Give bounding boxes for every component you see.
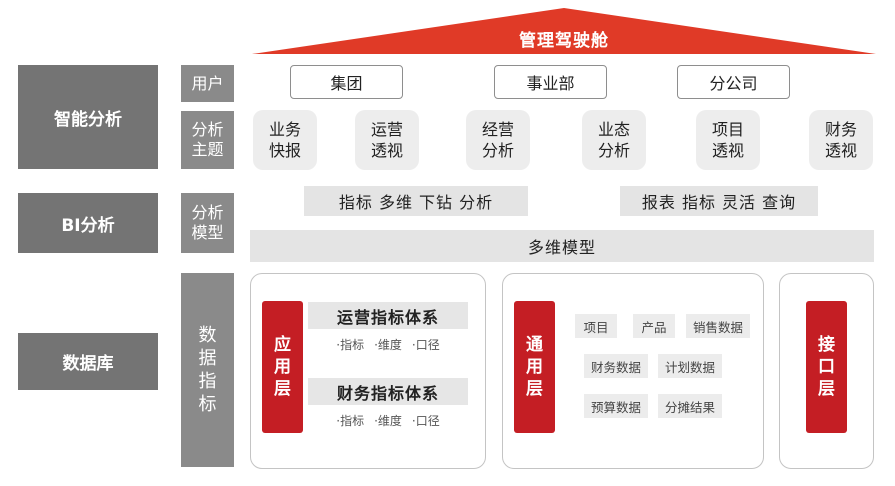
tag-finance-data: 财务数据 bbox=[584, 354, 648, 378]
management-cockpit-roof: 管理驾驶舱 bbox=[252, 8, 876, 54]
theme-line: 分析 bbox=[481, 141, 514, 160]
model-drilldown-analysis: 指标 多维 下钻 分析 bbox=[304, 186, 528, 216]
row-label-model-line: 分析 bbox=[191, 203, 224, 222]
caliber-item: ·口径 bbox=[411, 337, 440, 352]
row-label-theme: 分析 主题 bbox=[181, 111, 234, 169]
metric-item: ·指标 bbox=[336, 413, 365, 428]
caliber-item: ·口径 bbox=[411, 413, 440, 428]
theme-line: 财务 bbox=[824, 120, 857, 139]
theme-line: 透视 bbox=[711, 141, 744, 160]
cockpit-title: 管理驾驶舱 bbox=[519, 31, 609, 51]
row-label-model-line: 模型 bbox=[191, 223, 224, 242]
row-label-metric-char: 指 bbox=[198, 371, 217, 392]
theme-line: 分析 bbox=[597, 141, 630, 160]
theme-finance-view: 财务 透视 bbox=[809, 110, 873, 170]
application-layer-label: 应 用 层 bbox=[262, 301, 303, 433]
panel-application-layer: 应 用 层 运营指标体系 ·指标 ·维度 ·口径 财务指标体系 ·指标 ·维度 … bbox=[250, 273, 486, 469]
finance-metric-system-title: 财务指标体系 bbox=[308, 378, 468, 405]
tag-sales-data: 销售数据 bbox=[686, 314, 750, 338]
row-label-metric-char: 数 bbox=[198, 325, 217, 346]
layer-char: 应 bbox=[274, 335, 291, 355]
layer-char: 层 bbox=[818, 379, 835, 399]
row-label-metric: 数 据 指 标 bbox=[181, 273, 234, 467]
layer-char: 层 bbox=[274, 379, 291, 399]
theme-line: 透视 bbox=[824, 141, 857, 160]
section-bi-analysis: BI分析 bbox=[18, 193, 158, 253]
layer-char: 口 bbox=[818, 357, 835, 377]
row-label-theme-line: 分析 bbox=[191, 120, 224, 139]
theme-project-view: 项目 透视 bbox=[696, 110, 760, 170]
section-smart-analysis: 智能分析 bbox=[18, 65, 158, 169]
layer-char: 层 bbox=[526, 379, 543, 399]
theme-line: 业态 bbox=[597, 120, 630, 139]
dimension-item: ·维度 bbox=[374, 413, 402, 428]
layer-char: 接 bbox=[818, 335, 835, 355]
panel-common-layer: 通 用 层 项目 产品 销售数据 财务数据 计划数据 预算数据 分摊结果 bbox=[502, 273, 764, 469]
model-report-query: 报表 指标 灵活 查询 bbox=[620, 186, 818, 216]
theme-line: 透视 bbox=[370, 141, 403, 160]
row-label-user: 用户 bbox=[181, 65, 234, 102]
theme-line: 经营 bbox=[481, 120, 514, 139]
metric-item: ·指标 bbox=[336, 337, 365, 352]
common-layer-label: 通 用 层 bbox=[514, 301, 555, 433]
user-division: 事业部 bbox=[494, 65, 607, 99]
theme-line: 项目 bbox=[711, 120, 744, 139]
tag-budget-data: 预算数据 bbox=[584, 394, 648, 418]
tag-allocation-result: 分摊结果 bbox=[658, 394, 722, 418]
user-group: 集团 bbox=[290, 65, 403, 99]
theme-format-analysis: 业态 分析 bbox=[582, 110, 646, 170]
row-label-metric-char: 据 bbox=[198, 348, 217, 369]
layer-char: 通 bbox=[526, 335, 543, 355]
user-branch: 分公司 bbox=[677, 65, 790, 99]
interface-layer-label: 接 口 层 bbox=[806, 301, 847, 433]
operation-metric-items: ·指标 ·维度 ·口径 bbox=[308, 333, 468, 355]
finance-metric-items: ·指标 ·维度 ·口径 bbox=[308, 409, 468, 431]
panel-interface-layer: 接 口 层 bbox=[779, 273, 874, 469]
layer-char: 用 bbox=[274, 357, 291, 377]
theme-business-analysis: 经营 分析 bbox=[466, 110, 530, 170]
tag-project: 项目 bbox=[575, 314, 617, 338]
operation-metric-system-title: 运营指标体系 bbox=[308, 302, 468, 329]
section-database: 数据库 bbox=[18, 333, 158, 390]
tag-plan-data: 计划数据 bbox=[658, 354, 722, 378]
row-label-model: 分析 模型 bbox=[181, 193, 234, 253]
theme-business-brief: 业务 快报 bbox=[253, 110, 317, 170]
dimension-item: ·维度 bbox=[374, 337, 402, 352]
roof-triangle bbox=[252, 8, 876, 54]
tag-product: 产品 bbox=[633, 314, 675, 338]
theme-line: 运营 bbox=[370, 120, 403, 139]
theme-operation-view: 运营 透视 bbox=[355, 110, 419, 170]
theme-line: 快报 bbox=[268, 141, 301, 160]
theme-line: 业务 bbox=[268, 120, 301, 139]
row-label-metric-char: 标 bbox=[198, 394, 217, 415]
layer-char: 用 bbox=[526, 357, 543, 377]
model-multidimensional: 多维模型 bbox=[250, 230, 874, 262]
row-label-theme-line: 主题 bbox=[191, 140, 224, 159]
